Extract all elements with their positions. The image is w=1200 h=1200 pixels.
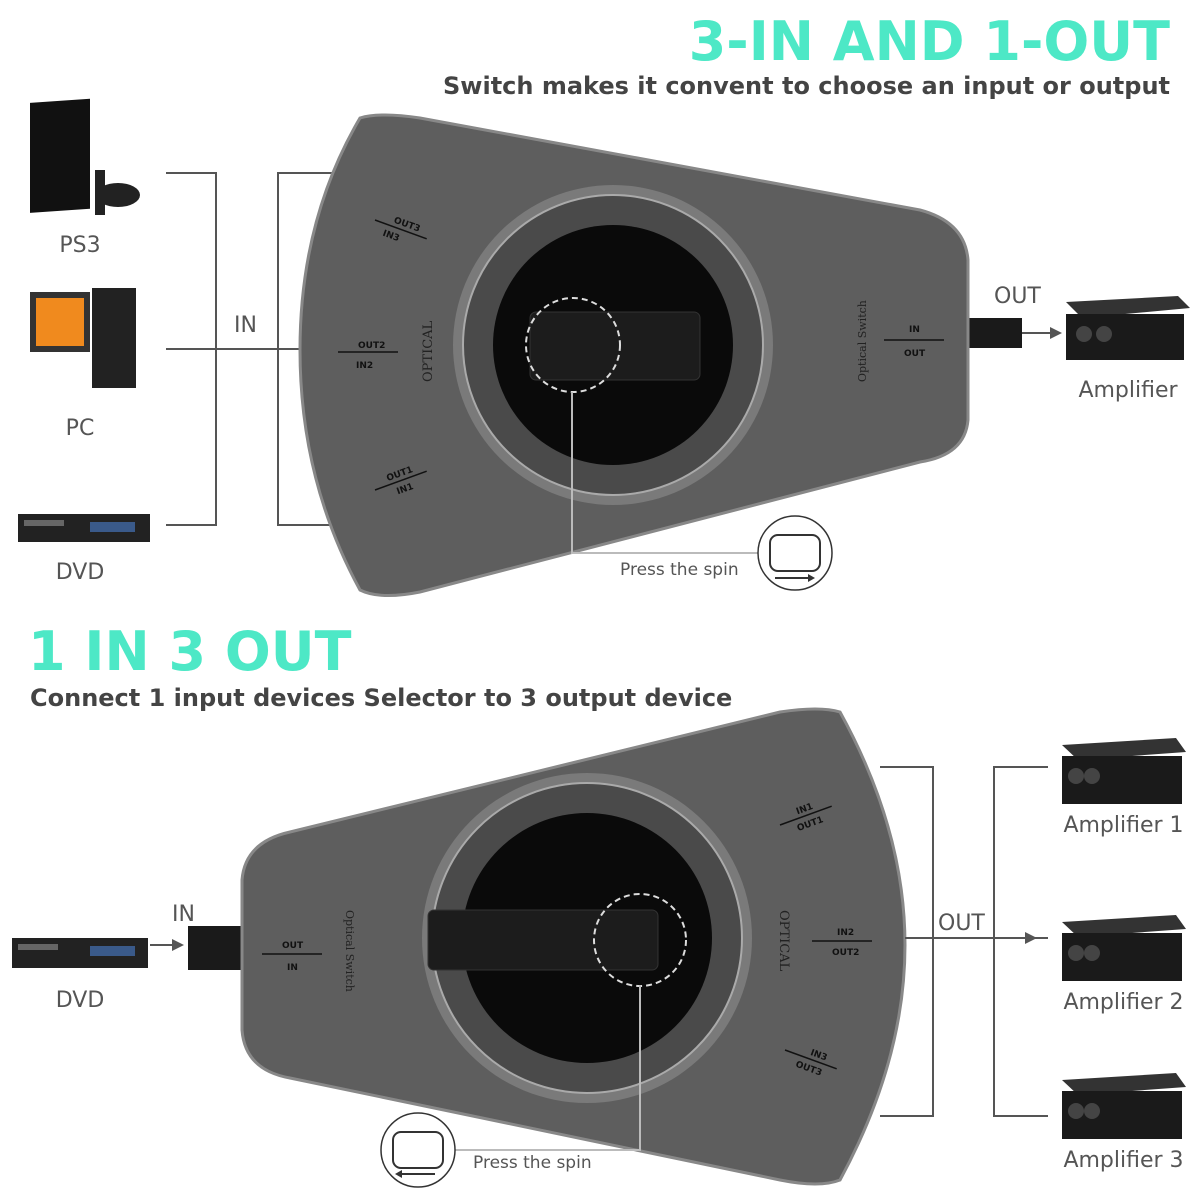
output-label-amplifier-3: Amplifier 3 bbox=[1063, 1148, 1184, 1173]
out-label-2: OUT bbox=[938, 911, 985, 936]
dvd-player-icon bbox=[12, 938, 148, 968]
dvd-player-icon bbox=[18, 514, 150, 542]
section2-title: 1 IN 3 OUT bbox=[28, 620, 352, 683]
svg-text:OUT2: OUT2 bbox=[832, 948, 859, 958]
in-label-2: IN bbox=[172, 902, 195, 927]
out-label: OUT bbox=[994, 284, 1041, 309]
section2-subtitle: Connect 1 input devices Selector to 3 ou… bbox=[30, 684, 733, 712]
input-bracket-lines bbox=[166, 172, 355, 526]
svg-text:IN2: IN2 bbox=[356, 361, 373, 371]
output-label-amplifier-1: Amplifier 1 bbox=[1063, 813, 1184, 838]
input-label-pc: PC bbox=[65, 416, 95, 441]
press-spin-callout-2: Press the spin bbox=[473, 1153, 592, 1173]
amplifier-icon bbox=[1062, 915, 1186, 981]
input-label-dvd-2: DVD bbox=[55, 988, 105, 1013]
svg-text:Optical Switch: Optical Switch bbox=[343, 910, 356, 992]
input-label-dvd: DVD bbox=[55, 560, 105, 585]
press-spin-callout: Press the spin bbox=[620, 560, 739, 580]
svg-text:IN2: IN2 bbox=[837, 928, 854, 938]
input-label-ps3: PS3 bbox=[59, 233, 101, 258]
svg-text:Optical Switch: Optical Switch bbox=[856, 300, 869, 382]
amplifier-icon bbox=[1062, 1073, 1186, 1139]
desktop-pc-icon bbox=[30, 288, 136, 388]
section1-title: 3-IN AND 1-OUT bbox=[688, 10, 1170, 73]
svg-text:OUT: OUT bbox=[904, 349, 926, 359]
ps3-console-icon bbox=[30, 98, 140, 215]
svg-text:IN: IN bbox=[909, 325, 920, 335]
svg-text:OUT: OUT bbox=[282, 941, 304, 951]
in-label: IN bbox=[234, 313, 257, 338]
amplifier-icon bbox=[1066, 296, 1190, 360]
svg-text:OPTICAL: OPTICAL bbox=[421, 320, 436, 382]
section1-diagram: OUT3 IN3 OUT2 IN2 OUT1 IN1 IN OUT OPTICA… bbox=[18, 98, 1190, 597]
section1-subtitle: Switch makes it convent to choose an inp… bbox=[443, 72, 1170, 100]
amplifier-icon bbox=[1062, 738, 1186, 804]
output-label-amplifier: Amplifier bbox=[1078, 378, 1178, 403]
svg-text:OPTICAL: OPTICAL bbox=[776, 910, 791, 972]
svg-text:IN: IN bbox=[287, 963, 298, 973]
output-label-amplifier-2: Amplifier 2 bbox=[1063, 990, 1184, 1015]
svg-text:OUT2: OUT2 bbox=[358, 341, 385, 351]
